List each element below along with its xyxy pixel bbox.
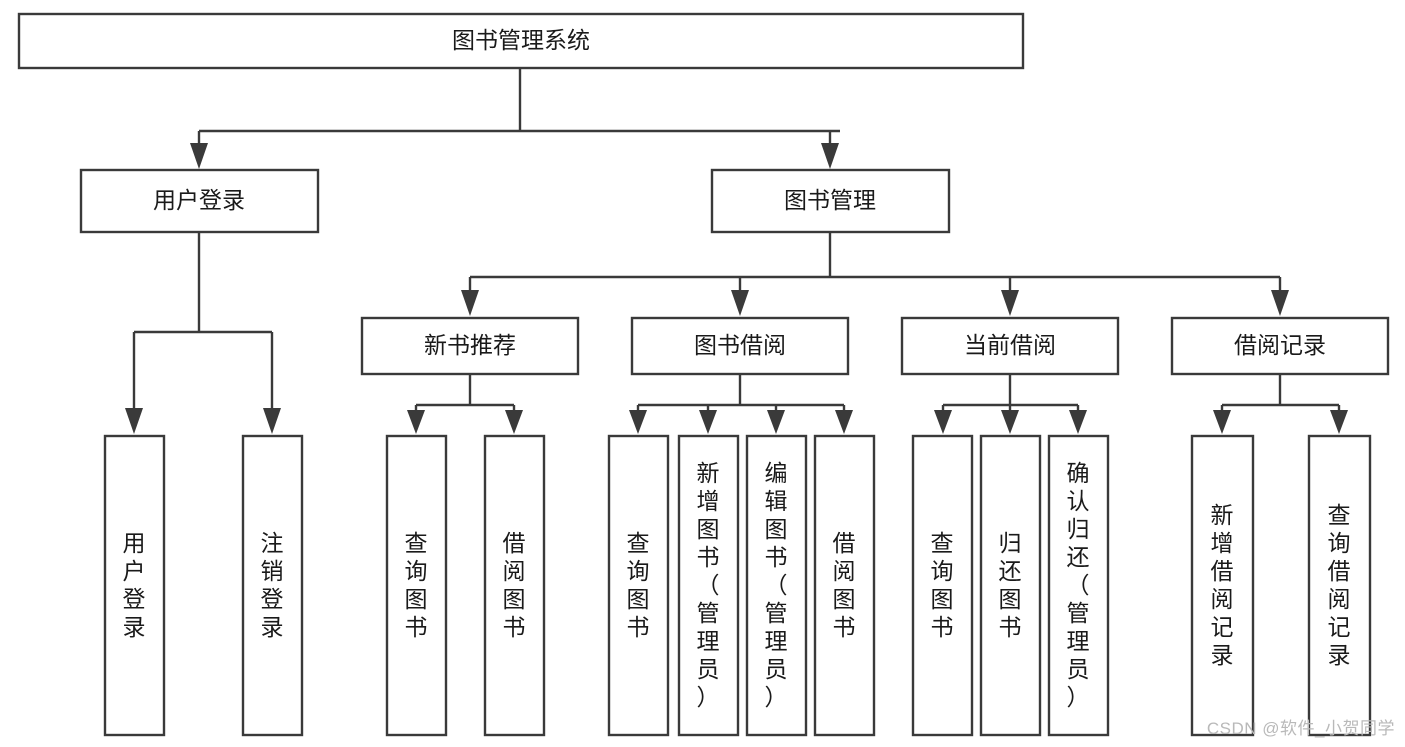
node-leaf-box[interactable]: [1307, 434, 1372, 737]
node-leaf-box[interactable]: [241, 434, 304, 737]
node-book-borrow-box[interactable]: [630, 316, 850, 376]
node-leaf-label: 注销登录: [261, 530, 284, 640]
arrow-head-nb-1: [407, 410, 425, 434]
connector-group-book-borrow-children: [629, 375, 853, 434]
node-leaf-user-login-2[interactable]: 注销登录: [241, 434, 304, 737]
node-leaf-label: 查询借阅记录: [1328, 502, 1351, 668]
node-leaf-book-borrow-2[interactable]: 新增图书（管理员）: [677, 434, 740, 737]
arrow-head-bm-2: [731, 290, 749, 316]
arrow-head-bm-1: [461, 290, 479, 316]
node-book-management[interactable]: 图书管理: [710, 168, 951, 234]
arrow-head-bm-3: [1001, 290, 1019, 316]
node-book-borrow-label: 图书借阅: [694, 332, 786, 358]
node-leaf-label: 借阅图书: [833, 530, 856, 640]
node-new-book-recommend[interactable]: 新书推荐: [360, 316, 580, 376]
arrow-head-ul-1: [125, 408, 143, 434]
node-current-borrow[interactable]: 当前借阅: [900, 316, 1120, 376]
node-leaf-label: 归还图书: [999, 530, 1022, 640]
node-user-login-box[interactable]: [79, 168, 320, 234]
node-user-login-label: 用户登录: [153, 187, 245, 213]
node-current-borrow-label: 当前借阅: [964, 332, 1056, 358]
connector-group-current-borrow-children: [934, 375, 1087, 434]
arrow-head-bb-3: [767, 410, 785, 434]
node-leaf-current-borrow-3[interactable]: 确认归还（管理员）: [1047, 434, 1110, 737]
arrow-head-cb-2: [1001, 410, 1019, 434]
arrow-head-ul-2: [263, 408, 281, 434]
node-leaf-box[interactable]: [385, 434, 448, 737]
node-leaf-box[interactable]: [1190, 434, 1255, 737]
node-leaf-box[interactable]: [813, 434, 876, 737]
node-root-label: 图书管理系统: [452, 27, 590, 53]
node-leaf-box[interactable]: [677, 434, 740, 737]
node-leaf-box[interactable]: [607, 434, 670, 737]
node-leaf-box[interactable]: [483, 434, 546, 737]
node-leaf-box[interactable]: [979, 434, 1042, 737]
arrow-head-bb-2: [699, 410, 717, 434]
node-leaf-new-book-1[interactable]: 查询图书: [385, 434, 448, 737]
node-leaf-borrow-record-2[interactable]: 查询借阅记录: [1307, 434, 1372, 737]
node-borrow-record-box[interactable]: [1170, 316, 1390, 376]
node-leaf-book-borrow-3[interactable]: 编辑图书（管理员）: [745, 434, 808, 737]
node-borrow-record-label: 借阅记录: [1234, 332, 1326, 358]
node-root-box[interactable]: [17, 12, 1025, 70]
node-leaf-label: 确认归还（管理员）: [1067, 460, 1090, 710]
node-leaf-current-borrow-1[interactable]: 查询图书: [911, 434, 974, 737]
node-root-system[interactable]: 图书管理系统: [17, 12, 1025, 70]
node-current-borrow-box[interactable]: [900, 316, 1120, 376]
node-leaf-label: 新增图书（管理员）: [697, 460, 720, 710]
connector-group-user-login-children: [125, 233, 281, 434]
arrow-head-br-2: [1330, 410, 1348, 434]
node-new-book-recommend-label: 新书推荐: [424, 332, 516, 358]
arrow-head-br-1: [1213, 410, 1231, 434]
node-leaf-box[interactable]: [745, 434, 808, 737]
node-leaf-user-login-1[interactable]: 用户登录: [103, 434, 166, 737]
node-book-management-label: 图书管理: [784, 187, 876, 213]
node-book-management-box[interactable]: [710, 168, 951, 234]
node-leaf-book-borrow-4[interactable]: 借阅图书: [813, 434, 876, 737]
node-leaf-borrow-record-1[interactable]: 新增借阅记录: [1190, 434, 1255, 737]
connector-group-root-to-level2: [190, 68, 840, 169]
arrow-head-cb-3: [1069, 410, 1087, 434]
node-book-borrow[interactable]: 图书借阅: [630, 316, 850, 376]
arrow-head-bb-4: [835, 410, 853, 434]
node-leaf-label: 编辑图书（管理员）: [765, 460, 788, 710]
arrow-head-bm-4: [1271, 290, 1289, 316]
node-leaf-box[interactable]: [1047, 434, 1110, 737]
node-leaf-box[interactable]: [103, 434, 166, 737]
node-leaf-label: 借阅图书: [503, 530, 526, 640]
node-leaf-new-book-2[interactable]: 借阅图书: [483, 434, 546, 737]
connector-group-new-book-children: [407, 375, 523, 434]
arrow-head-cb-1: [934, 410, 952, 434]
node-user-login[interactable]: 用户登录: [79, 168, 320, 234]
connector-group-book-manage-children: [461, 233, 1289, 316]
node-leaf-label: 查询图书: [627, 530, 650, 640]
node-leaf-box[interactable]: [911, 434, 974, 737]
node-new-book-recommend-box[interactable]: [360, 316, 580, 376]
arrow-head-user-login: [190, 143, 208, 169]
arrow-head-bb-1: [629, 410, 647, 434]
node-leaf-label: 用户登录: [123, 530, 146, 640]
connector-group-borrow-record-children: [1213, 375, 1348, 434]
node-leaf-label: 查询图书: [405, 530, 428, 640]
arrow-head-nb-2: [505, 410, 523, 434]
node-leaf-label: 查询图书: [931, 530, 954, 640]
node-leaf-label: 新增借阅记录: [1211, 502, 1234, 668]
arrow-head-book-manage: [821, 143, 839, 169]
node-leaf-current-borrow-2[interactable]: 归还图书: [979, 434, 1042, 737]
node-borrow-record[interactable]: 借阅记录: [1170, 316, 1390, 376]
node-leaf-book-borrow-1[interactable]: 查询图书: [607, 434, 670, 737]
